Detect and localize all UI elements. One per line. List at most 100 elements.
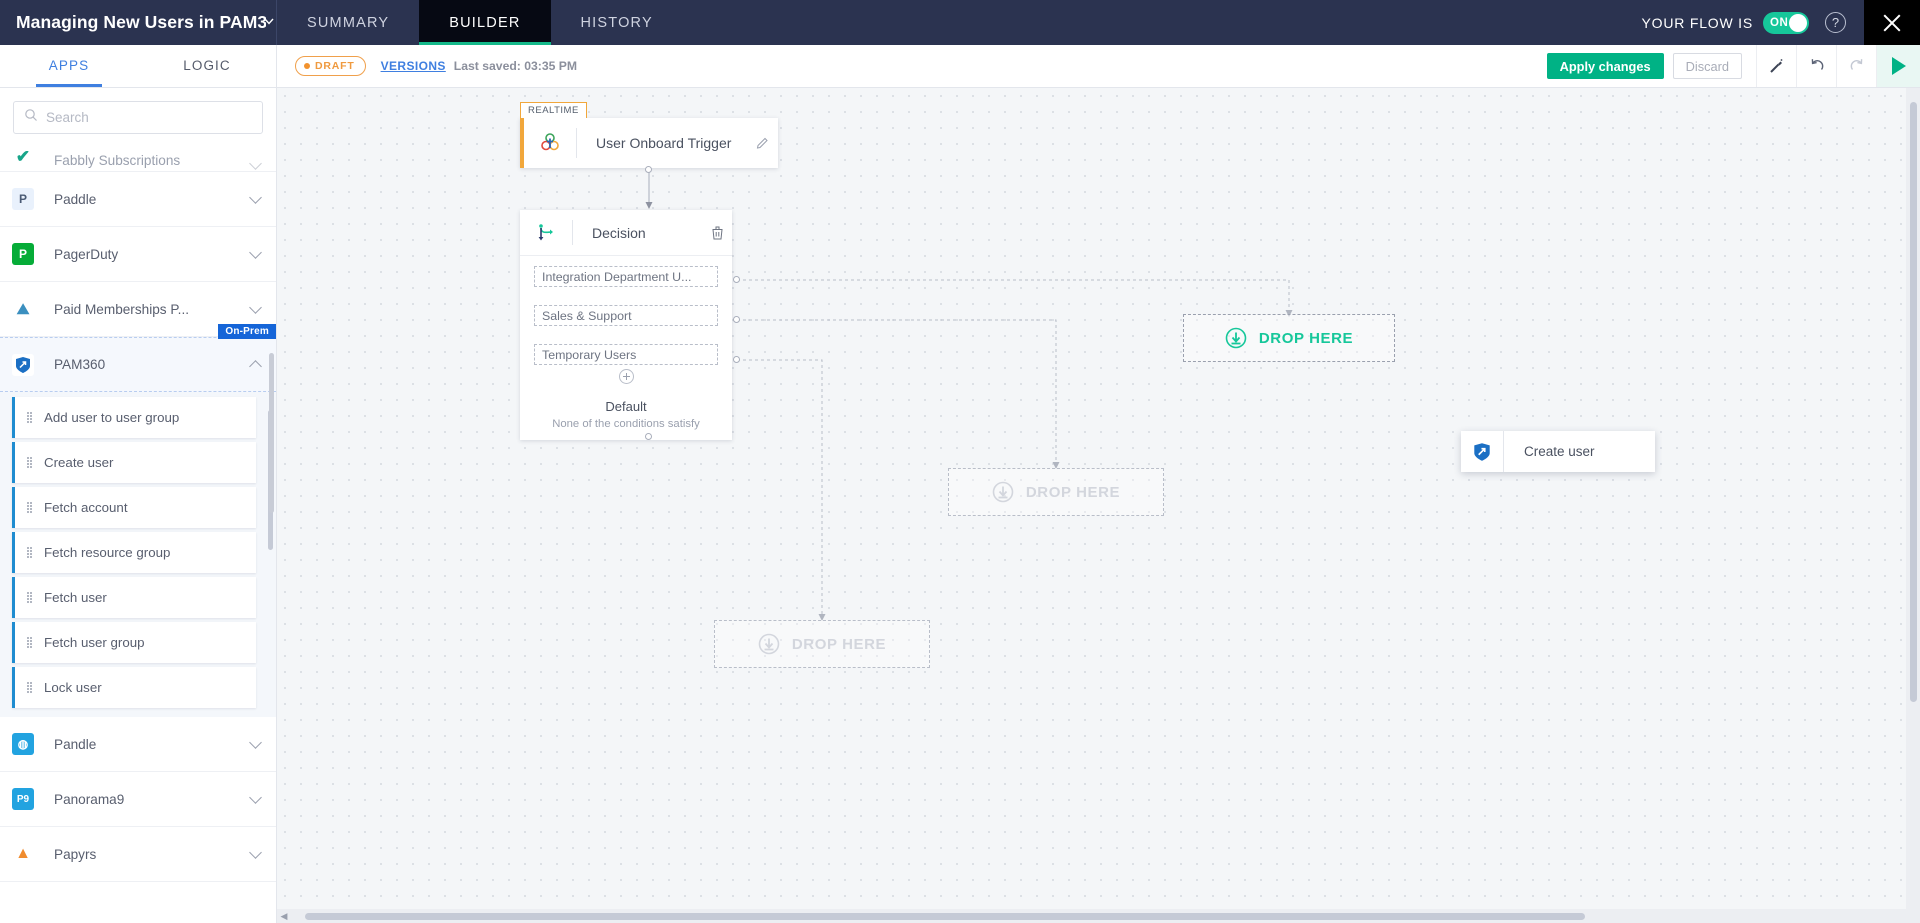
flow-canvas[interactable]: REALTIME User Onboard Trigger xyxy=(277,88,1920,923)
discard-button[interactable]: Discard xyxy=(1672,53,1742,79)
drop-zone-middle[interactable]: DROP HERE xyxy=(948,468,1164,516)
action-item-create-user[interactable]: Create user xyxy=(12,442,256,483)
drag-handle-icon[interactable] xyxy=(27,546,34,559)
chevron-down-icon[interactable] xyxy=(249,245,262,259)
help-icon[interactable]: ? xyxy=(1825,12,1846,33)
redo-icon[interactable] xyxy=(1836,45,1876,87)
flow-title-container[interactable]: Managing New Users in PAM3 xyxy=(0,0,277,45)
sidebar-item-label: Panorama9 xyxy=(54,791,125,807)
canvas-horizontal-scrollbar[interactable]: ◀ xyxy=(277,909,1920,923)
undo-icon[interactable] xyxy=(1796,45,1836,87)
dragging-create-user-card[interactable]: Create user xyxy=(1461,431,1655,472)
sidebar-item-papyrs[interactable]: ▲ Papyrs xyxy=(0,827,276,882)
run-play-icon[interactable] xyxy=(1876,45,1920,87)
decision-node[interactable]: Decision Integration Department U... Sal… xyxy=(520,210,732,440)
action-item-fetch-account[interactable]: Fetch account xyxy=(12,487,256,528)
sidebar-item-pandle[interactable]: ◍ Pandle xyxy=(0,717,276,772)
drop-zone-label: DROP HERE xyxy=(791,635,887,653)
drag-handle-icon[interactable] xyxy=(27,456,34,469)
trigger-output-port[interactable] xyxy=(645,166,652,173)
chevron-up-icon[interactable] xyxy=(249,359,262,373)
decision-node-header: Decision xyxy=(520,210,732,256)
chevron-down-icon[interactable] xyxy=(249,735,262,749)
canvas-horizontal-scroll-thumb[interactable] xyxy=(305,912,1585,920)
pencil-icon[interactable] xyxy=(746,118,778,168)
node-divider xyxy=(572,220,573,245)
drag-handle-icon[interactable] xyxy=(27,591,34,604)
canvas-vertical-scrollbar[interactable] xyxy=(1906,88,1920,909)
drop-zone-right[interactable]: DROP HERE xyxy=(1183,314,1395,362)
action-label: Lock user xyxy=(44,680,102,695)
canvas-vertical-scroll-thumb[interactable] xyxy=(1909,102,1917,702)
branch-condition-1[interactable]: Integration Department U... xyxy=(534,266,718,287)
chevron-down-icon[interactable] xyxy=(262,14,276,31)
search-placeholder: Search xyxy=(46,110,89,125)
top-header: Managing New Users in PAM3 SUMMARY BUILD… xyxy=(0,0,1920,45)
sidebar-item-label: PagerDuty xyxy=(54,246,119,262)
branch-condition-2[interactable]: Sales & Support xyxy=(534,305,718,326)
tab-builder[interactable]: BUILDER xyxy=(419,0,551,45)
close-button[interactable] xyxy=(1864,0,1920,45)
sidebar-item-label: Pandle xyxy=(54,736,97,752)
scroll-left-arrow-icon[interactable]: ◀ xyxy=(280,910,288,921)
chevron-down-icon[interactable] xyxy=(249,157,262,170)
action-label: Create user xyxy=(44,455,114,470)
action-item-fetch-user-group[interactable]: Fetch user group xyxy=(12,622,256,663)
chevron-down-icon[interactable] xyxy=(249,790,262,804)
tab-history[interactable]: HISTORY xyxy=(580,14,653,31)
sidebar-item-label: Fabbly Subscriptions xyxy=(54,153,181,168)
chevron-down-icon[interactable] xyxy=(249,190,262,204)
action-item-fetch-user[interactable]: Fetch user xyxy=(12,577,256,618)
versions-link[interactable]: VERSIONS xyxy=(380,59,446,73)
action-item-lock-user[interactable]: Lock user xyxy=(12,667,256,708)
pam360-actions-list: Add user to user group Create user Fetch… xyxy=(0,392,276,717)
toggle-knob xyxy=(1789,13,1807,32)
paid-memberships-pro-icon: ⛰ xyxy=(12,298,34,320)
toolbar-right: DRAFT VERSIONS Last saved: 03:35 PM Appl… xyxy=(277,45,1920,87)
drop-zone-label: DROP HERE xyxy=(1025,483,1121,501)
action-item-add-user-to-user-group[interactable]: Add user to user group xyxy=(12,397,256,438)
trigger-node[interactable]: REALTIME User Onboard Trigger xyxy=(520,102,778,168)
last-saved-label: Last saved: 03:35 PM xyxy=(453,59,578,73)
drag-handle-icon[interactable] xyxy=(27,681,34,694)
default-output-port[interactable] xyxy=(645,433,652,440)
chevron-down-icon[interactable] xyxy=(249,300,262,314)
branch-port-2[interactable] xyxy=(733,316,740,323)
sidebar-item-paid-memberships-pro[interactable]: ⛰ Paid Memberships P... xyxy=(0,282,276,337)
drag-handle-icon[interactable] xyxy=(27,636,34,649)
sidebar-item-panorama9[interactable]: P9 Panorama9 xyxy=(0,772,276,827)
chevron-down-icon[interactable] xyxy=(249,845,262,859)
drop-zone-label: DROP HERE xyxy=(1258,329,1354,347)
tab-summary[interactable]: SUMMARY xyxy=(307,14,390,31)
action-item-fetch-resource-group[interactable]: Fetch resource group xyxy=(12,532,256,573)
search-input[interactable]: Search xyxy=(13,101,263,134)
magic-wand-icon[interactable] xyxy=(1756,45,1796,87)
branch-port-3[interactable] xyxy=(733,356,740,363)
drag-handle-icon[interactable] xyxy=(27,411,34,424)
flow-enabled-toggle[interactable]: ON xyxy=(1763,11,1809,34)
action-label: Fetch resource group xyxy=(44,545,171,560)
sidebar-item-pam360[interactable]: PAM360 On-Prem xyxy=(0,324,276,392)
branch-condition-3[interactable]: Temporary Users xyxy=(534,344,718,365)
trigger-accent-bar xyxy=(520,118,524,168)
branch-port-1[interactable] xyxy=(733,276,740,283)
drag-handle-icon[interactable] xyxy=(27,501,34,514)
trash-icon[interactable] xyxy=(702,210,732,255)
play-triangle-icon xyxy=(1891,57,1906,75)
sidebar-item-paddle[interactable]: P Paddle xyxy=(0,172,276,227)
pandle-icon: ◍ xyxy=(12,733,34,755)
plus-circle-icon[interactable] xyxy=(618,369,634,384)
tab-logic[interactable]: LOGIC xyxy=(183,58,231,73)
sub-toolbar: APPS LOGIC DRAFT VERSIONS Last saved: 03… xyxy=(0,45,1920,88)
sidebar-item-fabbly[interactable]: ✔ Fabbly Subscriptions xyxy=(0,142,276,172)
sidebar-item-pagerduty[interactable]: P PagerDuty xyxy=(0,227,276,282)
tab-apps[interactable]: APPS xyxy=(0,45,138,87)
sidebar-scrollbar[interactable] xyxy=(269,353,274,513)
apply-changes-button[interactable]: Apply changes xyxy=(1546,53,1664,79)
download-circle-icon xyxy=(758,633,780,655)
decision-default-section: Default None of the conditions satisfy xyxy=(520,388,732,440)
onprem-badge: On-Prem xyxy=(218,324,276,339)
sidebar-item-label: PAM360 xyxy=(54,357,106,372)
drop-zone-bottom[interactable]: DROP HERE xyxy=(714,620,930,668)
papyrs-icon: ▲ xyxy=(12,843,34,865)
